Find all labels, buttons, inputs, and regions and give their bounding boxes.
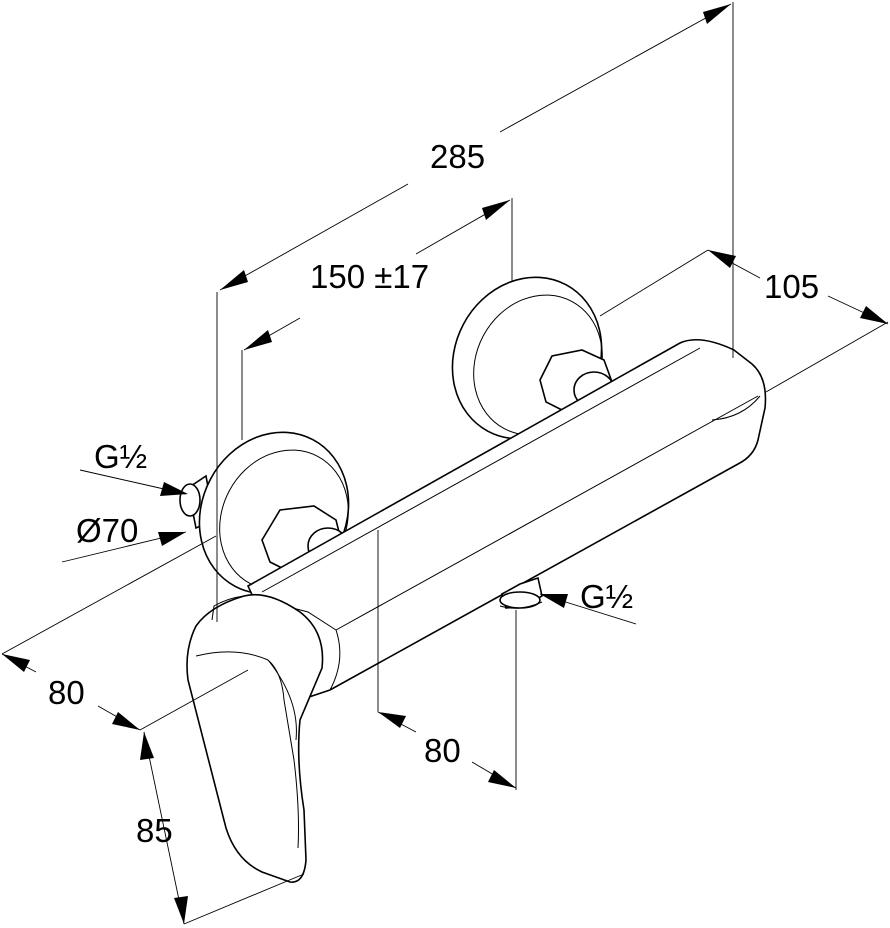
label-depth: 105 bbox=[764, 268, 819, 305]
leader-outlet bbox=[539, 593, 637, 625]
label-outlet-thread: G½ bbox=[580, 578, 633, 615]
leader-inlet-left bbox=[79, 469, 188, 496]
label-overall-width: 285 bbox=[430, 138, 485, 175]
outlet-connector bbox=[499, 576, 543, 609]
dimension-80-left bbox=[1, 535, 249, 731]
label-wall-to-outlet: 80 bbox=[48, 674, 85, 711]
dimension-labels: 285 150 ±17 105 G½ Ø70 G½ 80 80 85 bbox=[48, 138, 819, 849]
label-handle-height: 85 bbox=[136, 812, 173, 849]
handle-lever bbox=[186, 593, 324, 883]
leader-diameter bbox=[61, 531, 187, 563]
dimension-85 bbox=[140, 731, 305, 925]
dimension-150 bbox=[241, 198, 513, 440]
dimension-105 bbox=[599, 249, 889, 393]
label-rosette-diameter: Ø70 bbox=[76, 512, 138, 549]
dimension-80-bottom bbox=[377, 530, 517, 790]
label-inlet-thread-left: G½ bbox=[94, 438, 147, 475]
dimension-285 bbox=[216, 2, 734, 622]
mixer-body-group bbox=[179, 276, 767, 883]
label-centre-distance: 150 ±17 bbox=[310, 258, 429, 295]
label-wall-to-handle: 80 bbox=[424, 732, 461, 769]
